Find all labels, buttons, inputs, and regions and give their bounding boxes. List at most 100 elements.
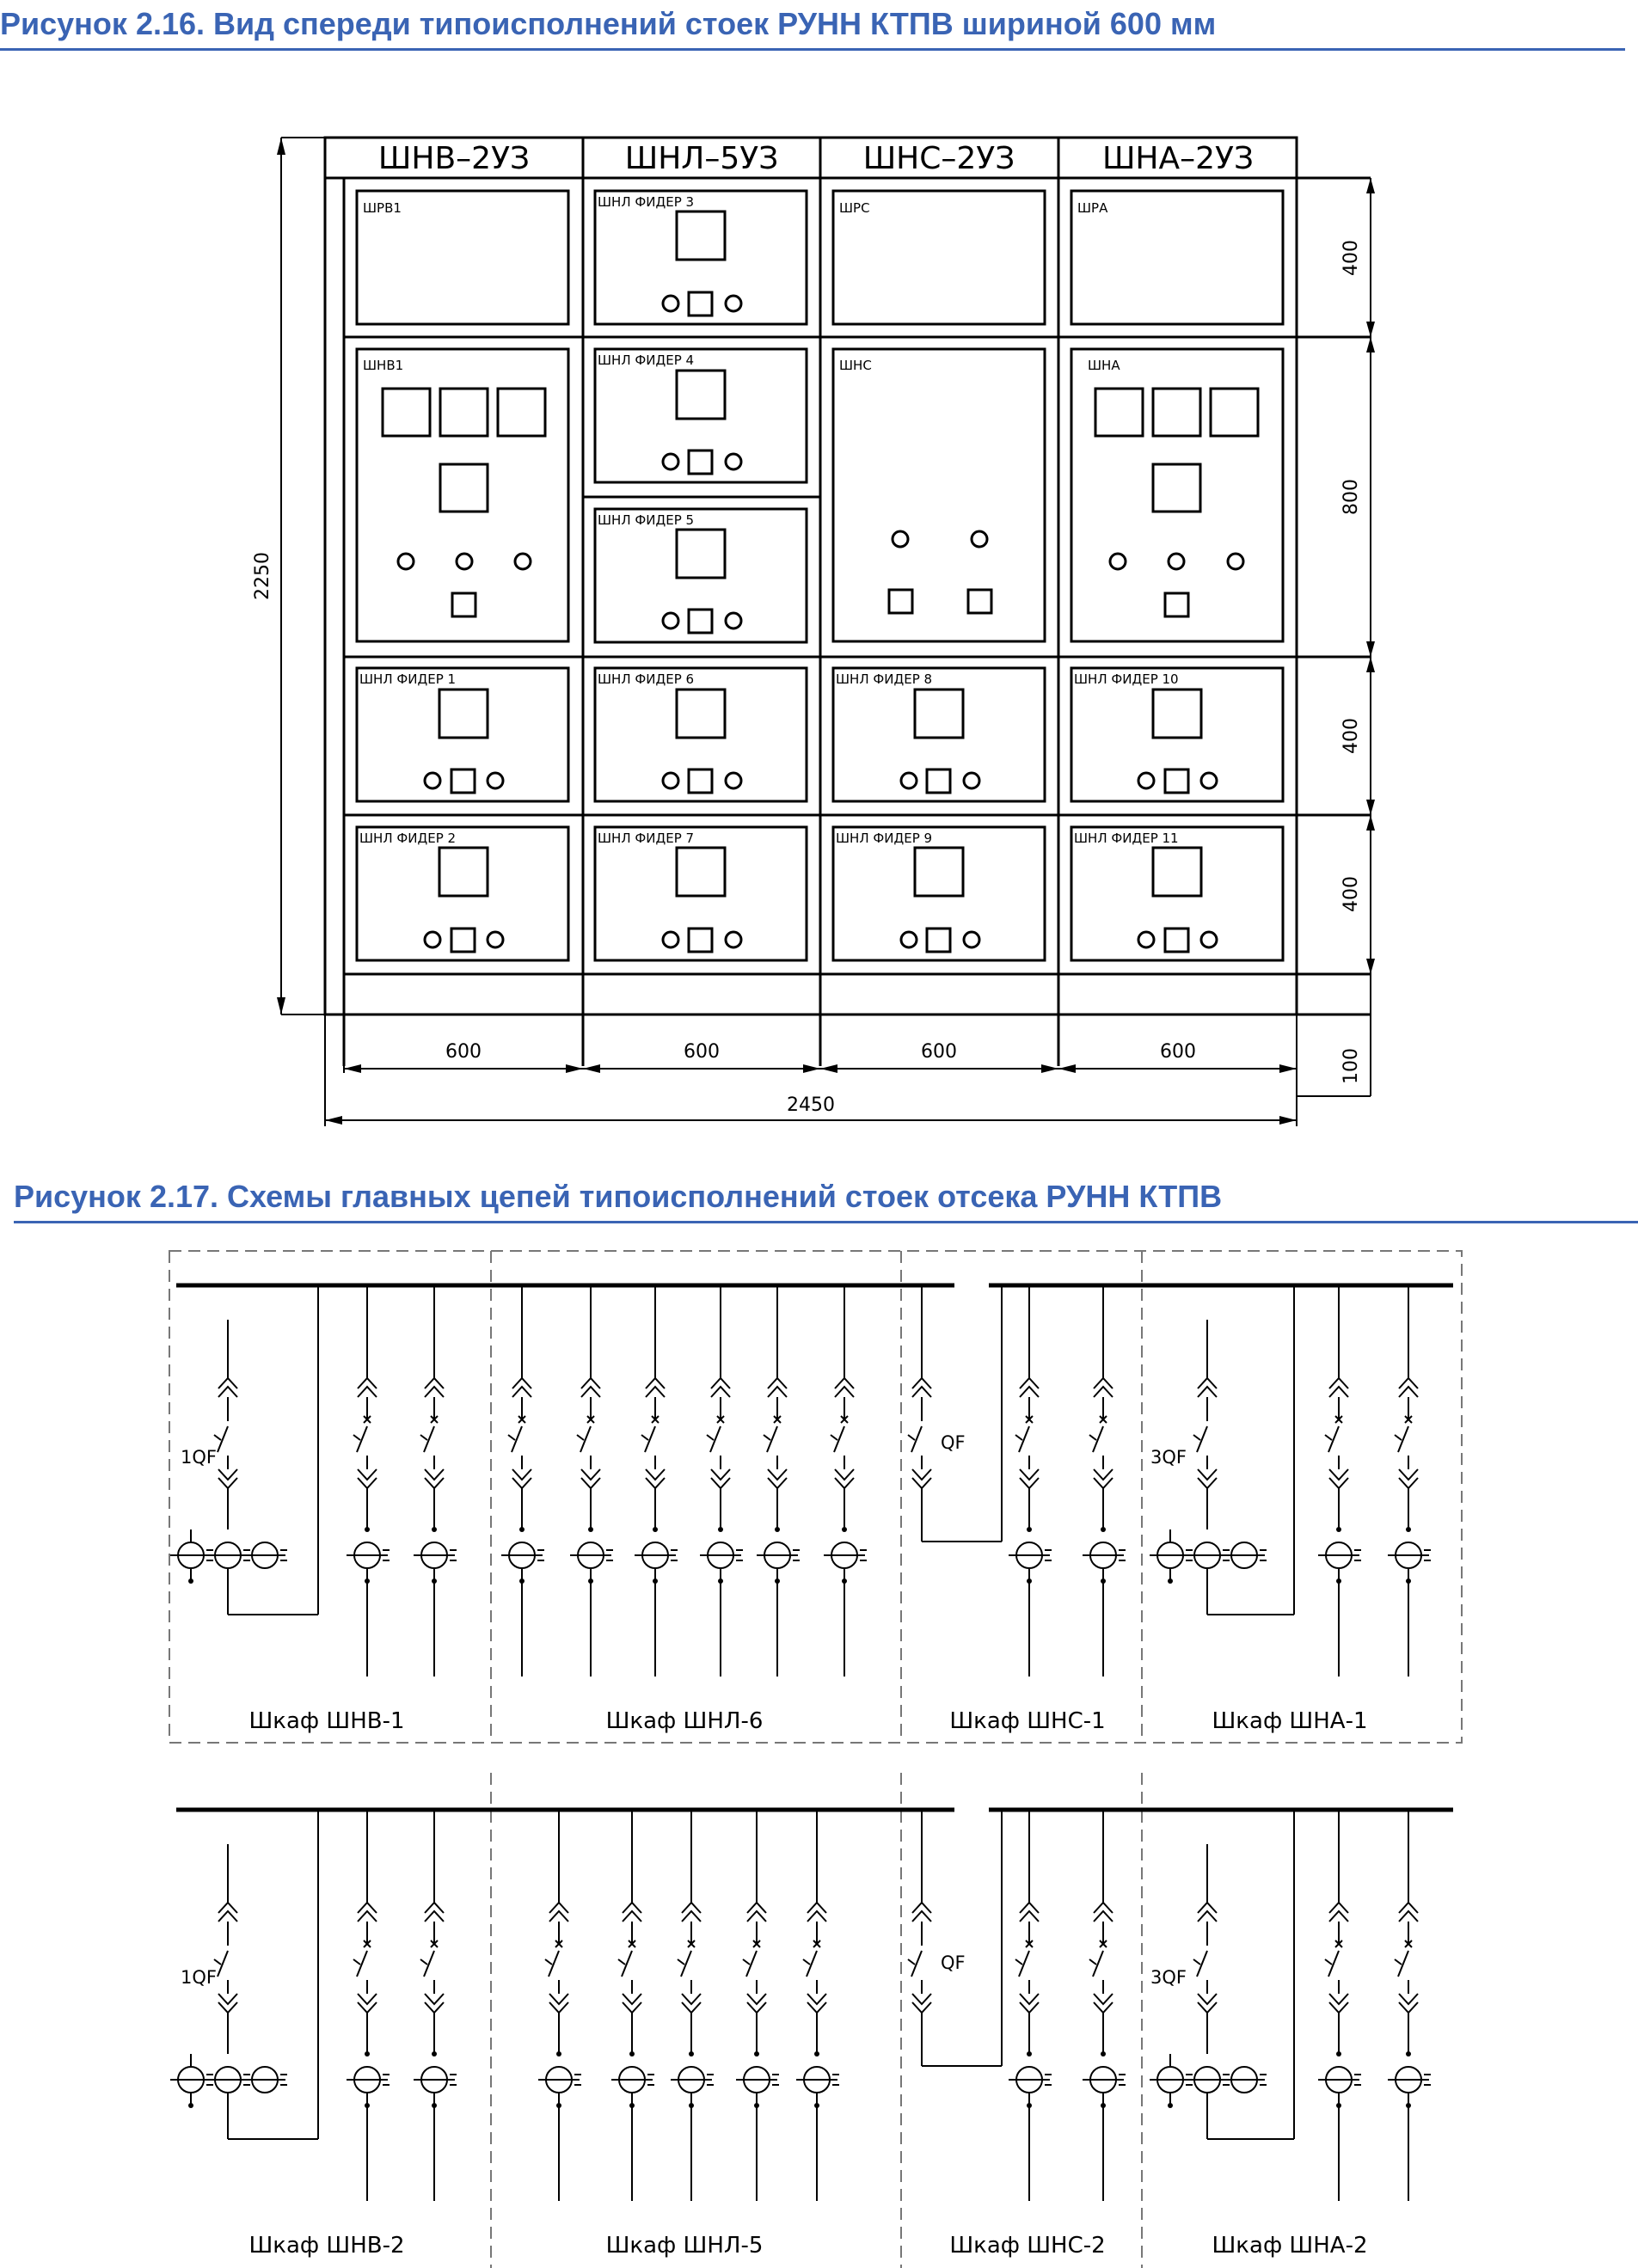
plug-contact-down: [1328, 1993, 1349, 2006]
panel-label: ШНЛ ФИДЕР 9: [836, 831, 932, 846]
plug-contact-up: [767, 1376, 788, 1389]
circuit-symbols: [170, 1283, 1453, 2201]
plug-contact-down: [1093, 1993, 1113, 2006]
current-transformer: [803, 2066, 831, 2093]
breaker-blade: [356, 1425, 368, 1453]
plug-contact-up: [1019, 1385, 1040, 1398]
column-header-2: ШНЛ–5УЗ: [625, 141, 779, 176]
panel-label: ШНЛ ФИДЕР 8: [836, 671, 932, 687]
plug-contact-down: [1019, 1468, 1040, 1481]
junction-dot: [519, 1578, 525, 1584]
breaker-blade: [833, 1425, 845, 1453]
current-transformer: [678, 2066, 705, 2093]
panel-label: ШНЛ ФИДЕР 6: [598, 671, 694, 687]
junction-dot: [775, 1578, 780, 1584]
panel-label: ШНЛ ФИДЕР 4: [598, 352, 694, 368]
plug-contact-up: [1398, 1909, 1419, 1922]
panel-label: ШНЛ ФИДЕР 7: [598, 831, 694, 846]
panel-label: ШРВ1: [363, 200, 402, 216]
figure-2-16-rule: [0, 48, 1625, 51]
plug-contact-down: [911, 2001, 932, 2014]
dim-row-4: 400: [1340, 876, 1362, 912]
panel-feeder-6: [593, 666, 808, 803]
plug-contact-up: [357, 1909, 377, 1922]
breaker-blade: [806, 1950, 818, 1977]
junction-dot: [588, 1578, 593, 1584]
panel-label: ШНС: [839, 358, 872, 373]
breaker-blade: [1328, 1425, 1340, 1453]
junction-dot: [1027, 1527, 1032, 1532]
breaker-label-3qf-row1: 3QF: [1150, 1447, 1187, 1468]
dim-col-4: 600: [1160, 1041, 1196, 1063]
junction-dot: [1101, 2103, 1106, 2108]
junction-dot: [689, 2051, 694, 2057]
panel-shns: [831, 347, 1046, 643]
current-transformer: [1395, 2066, 1422, 2093]
plug-contact-down: [622, 1993, 642, 2006]
junction-dot: [588, 1527, 593, 1532]
dim-row-3: 400: [1340, 718, 1362, 754]
plug-contact-up: [622, 1901, 642, 1914]
current-transformer: [545, 2066, 573, 2093]
plug-contact-down: [1328, 1468, 1349, 1481]
current-transformer: [1015, 1542, 1043, 1569]
junction-dot: [188, 1578, 193, 1584]
junction-dot: [1027, 2103, 1032, 2108]
plug-contact-down: [681, 1993, 702, 2006]
plug-contact-down: [1398, 1993, 1419, 2006]
plug-contact-down: [1197, 1468, 1218, 1481]
junction-dot: [188, 2103, 193, 2108]
current-transformer: [420, 1542, 448, 1569]
plug-contact-up: [1328, 1901, 1349, 1914]
junction-dot: [814, 2103, 819, 2108]
panel-feeder-8: [831, 666, 1046, 803]
plug-contact-up: [834, 1376, 855, 1389]
plug-contact-down: [357, 2001, 377, 2014]
dim-row-5: 100: [1340, 1048, 1362, 1084]
current-transformer: [1230, 2066, 1258, 2093]
breaker-blade: [217, 1950, 229, 1977]
plug-contact-up: [357, 1901, 377, 1914]
plug-contact-up: [549, 1901, 569, 1914]
current-transformer: [764, 1542, 791, 1569]
plug-contact-up: [622, 1909, 642, 1922]
plug-contact-up: [1328, 1376, 1349, 1389]
plug-contact-down: [1019, 1477, 1040, 1490]
breaker-blade: [680, 1950, 692, 1977]
plug-contact-down: [218, 1468, 238, 1481]
plug-contact-up: [1019, 1909, 1040, 1922]
breaker-blade: [709, 1425, 721, 1453]
panel-label: ШРА: [1077, 200, 1108, 216]
breaker-blade: [1196, 1950, 1208, 1977]
plug-contact-down: [1197, 1993, 1218, 2006]
plug-contact-up: [1093, 1385, 1113, 1398]
current-transformer: [177, 1542, 205, 1569]
junction-dot: [842, 1578, 847, 1584]
cabinet-label-shns-2: Шкаф ШНС-2: [949, 2233, 1105, 2259]
panel-feeder-7: [593, 825, 808, 962]
plug-contact-down: [1093, 2001, 1113, 2014]
plug-contact-down: [218, 1993, 238, 2006]
figure-2-16-caption: Рисунок 2.16. Вид спереди типоисполнений…: [0, 6, 1217, 41]
plug-contact-down: [357, 1993, 377, 2006]
plug-contact-up: [512, 1385, 532, 1398]
plug-contact-down: [424, 1477, 445, 1490]
cabinet-label-shnv-1: Шкаф ШНВ-1: [248, 1708, 404, 1734]
plug-contact-up: [1197, 1376, 1218, 1389]
plug-contact-up: [1093, 1909, 1113, 1922]
plug-contact-up: [911, 1376, 932, 1389]
plug-contact-up: [746, 1901, 767, 1914]
outer-frame: [323, 136, 1298, 1016]
breaker-blade: [423, 1950, 435, 1977]
junction-dot: [365, 2103, 370, 2108]
column-header-1: ШНВ–2УЗ: [378, 141, 530, 176]
plug-contact-up: [911, 1901, 932, 1914]
plug-contact-up: [1197, 1909, 1218, 1922]
junction-dot: [775, 1527, 780, 1532]
cabinet-label-shnv-2: Шкаф ШНВ-2: [248, 2233, 404, 2259]
plug-contact-down: [580, 1477, 601, 1490]
plug-contact-down: [218, 2001, 238, 2014]
plug-contact-down: [834, 1477, 855, 1490]
current-transformer: [353, 1542, 381, 1569]
junction-dot: [365, 1578, 370, 1584]
